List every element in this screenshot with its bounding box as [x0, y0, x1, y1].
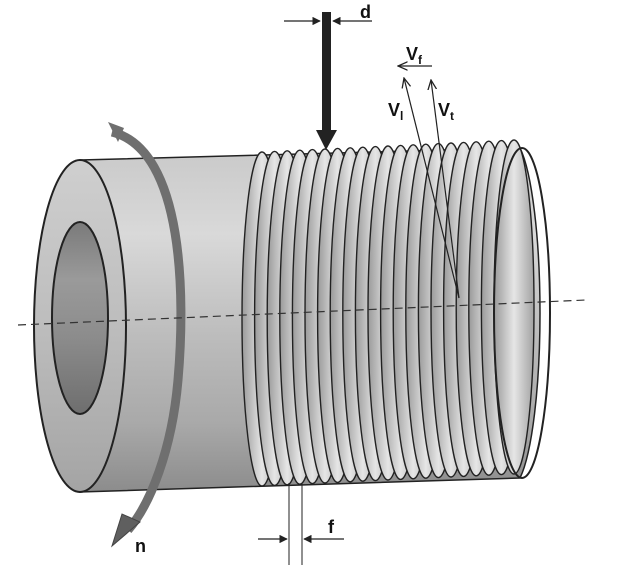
feed-arrow-head: [316, 130, 337, 150]
rotation-arrow-tail: [108, 122, 124, 142]
label-n: n: [135, 536, 146, 556]
label-d: d: [360, 2, 371, 22]
thread-turn: [493, 139, 535, 475]
vector-vt: [431, 80, 460, 299]
rotation-arrow: [110, 127, 186, 533]
label-vl: Vl: [388, 100, 403, 123]
rotation-arrow-head: [111, 513, 141, 548]
thread-turns: [241, 139, 535, 487]
cylinder-right-rim: [493, 147, 551, 479]
vector-vl: [404, 78, 460, 299]
center-bore: [51, 221, 109, 415]
label-f: f: [328, 517, 335, 537]
label-vf: Vf: [406, 44, 423, 67]
label-vt: Vt: [438, 100, 454, 123]
feed-arrow-shaft: [322, 12, 331, 134]
center-axis: [17, 299, 587, 326]
